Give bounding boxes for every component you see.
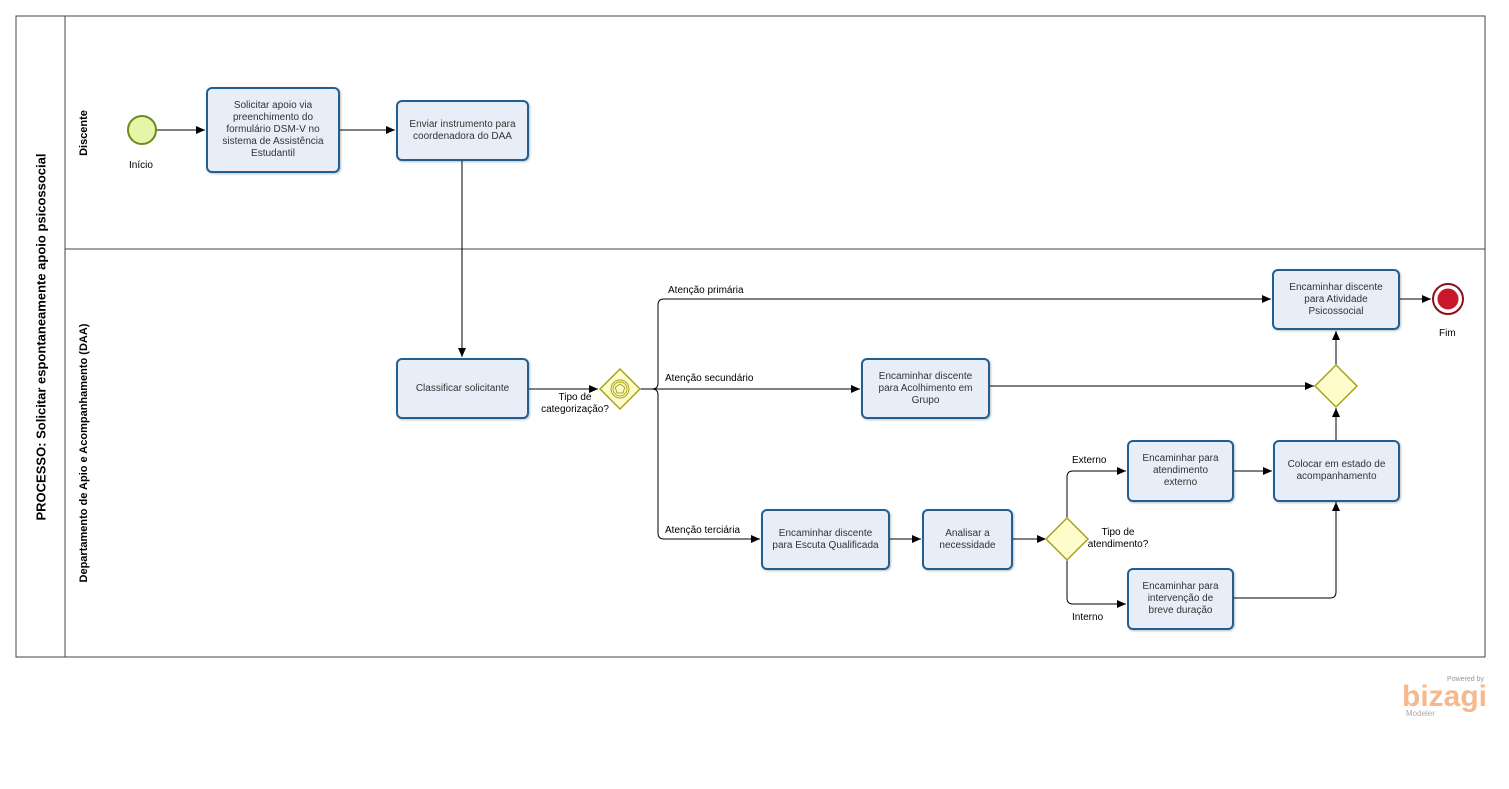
gateway-atendimento-label-line2: atendimento? <box>1087 539 1149 550</box>
gateway-join-icon <box>1313 363 1359 409</box>
task-atividade-psicossocial[interactable]: Encaminhar discente para Atividade Psico… <box>1272 269 1400 330</box>
task-analisar-necessidade[interactable]: Analisar a necessidade <box>922 509 1013 570</box>
gateway-atendimento-label: Tipo de atendimento? <box>1078 527 1158 551</box>
gateway-atendimento-icon <box>1044 516 1090 562</box>
flow-label-externo: Externo <box>1072 455 1107 466</box>
flow-externo <box>1066 467 1126 518</box>
gateway-categorizacao-label-line1: Tipo de <box>558 392 592 403</box>
lane-title-discente-text: Discente <box>78 109 90 156</box>
flow-label-primaria: Atenção primária <box>668 285 744 296</box>
flow-terciaria <box>651 388 760 543</box>
lane-title-daa: Departamento de Apio e Acompanhamento (D… <box>66 249 102 657</box>
start-event-label: Início <box>129 160 153 171</box>
end-event-label: Fim <box>1439 328 1456 339</box>
flow-label-terciaria: Atenção terciária <box>665 525 741 536</box>
task-intervencao-breve[interactable]: Encaminhar para intervenção de breve dur… <box>1127 568 1234 630</box>
gateway-categorizacao-label: Tipo de categorização? <box>536 392 614 416</box>
flow-label-secundaria: Atenção secundário <box>665 373 754 384</box>
lane-title-discente: Discente <box>66 16 102 249</box>
gateway-atendimento-label-line1: Tipo de <box>1101 527 1135 538</box>
pool-title-text: PROCESSO: Solicitar espontaneamente apoi… <box>33 153 48 520</box>
task-acolhimento-grupo[interactable]: Encaminhar discente para Acolhimento em … <box>861 358 990 419</box>
task-enviar-instrumento[interactable]: Enviar instrumento para coordenadora do … <box>396 100 529 161</box>
task-estado-acompanhamento[interactable]: Colocar em estado de acompanhamento <box>1273 440 1400 502</box>
task-classificar-solicitante[interactable]: Classificar solicitante <box>396 358 529 419</box>
powered-by-text: Powered by <box>1447 676 1484 683</box>
task-atendimento-externo[interactable]: Encaminhar para atendimento externo <box>1127 440 1234 502</box>
end-event-core <box>1437 288 1459 310</box>
bizagi-branding: Powered by bizagi Modeler <box>1400 676 1488 718</box>
flow-label-interno: Interno <box>1072 612 1104 623</box>
sequence-flows <box>157 126 1431 608</box>
flow-interno <box>1066 560 1126 608</box>
task-escuta-qualificada[interactable]: Encaminhar discente para Escuta Qualific… <box>761 509 890 570</box>
flow-intervencao-to-acomp <box>1234 502 1340 599</box>
gateway-categorizacao-icon <box>598 367 642 411</box>
bizagi-logo: bizagi <box>1402 680 1488 713</box>
gateway-categorizacao-label-line2: categorização? <box>541 404 609 415</box>
task-solicitar-apoio[interactable]: Solicitar apoio via preenchimento do for… <box>206 87 340 173</box>
pool-title: PROCESSO: Solicitar espontaneamente apoi… <box>16 16 65 657</box>
modeler-text: Modeler <box>1406 709 1435 718</box>
start-event <box>127 115 157 145</box>
lane-title-daa-text: Departamento de Apio e Acompanhamento (D… <box>78 323 90 583</box>
